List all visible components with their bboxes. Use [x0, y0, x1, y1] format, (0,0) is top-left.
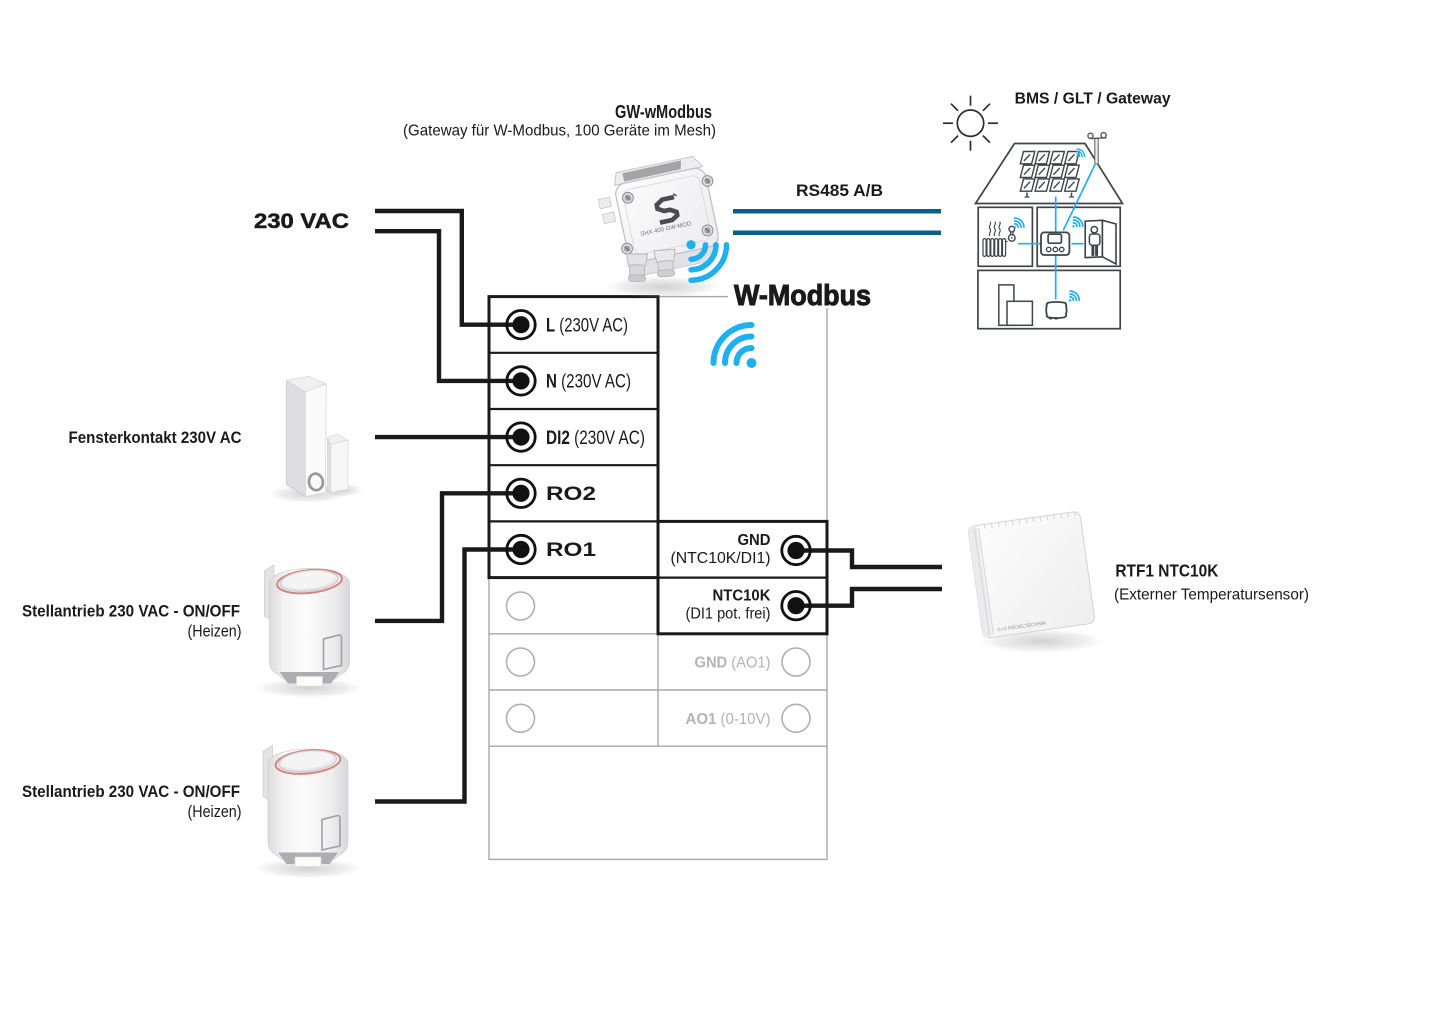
svg-text:GW-wModbus: GW-wModbus: [615, 102, 712, 122]
svg-text:(Heizen): (Heizen): [188, 622, 242, 641]
svg-text:N (230V AC): N (230V AC): [546, 371, 631, 393]
svg-text:Stellantrieb 230 VAC - ON/OFF: Stellantrieb 230 VAC - ON/OFF: [22, 782, 240, 801]
svg-text:(Heizen): (Heizen): [188, 802, 242, 821]
svg-text:L (230V AC): L (230V AC): [546, 314, 628, 336]
svg-text:(NTC10K/DI1): (NTC10K/DI1): [671, 550, 771, 567]
svg-text:Fensterkontakt 230V AC: Fensterkontakt 230V AC: [69, 428, 242, 447]
svg-text:Stellantrieb 230 VAC - ON/OFF: Stellantrieb 230 VAC - ON/OFF: [22, 602, 240, 621]
svg-text:RS485 A/B: RS485 A/B: [796, 181, 883, 200]
svg-text:GND (AO1): GND (AO1): [695, 655, 771, 672]
svg-text:RTF1 NTC10K: RTF1 NTC10K: [1115, 561, 1218, 581]
svg-text:AO1 (0-10V): AO1 (0-10V): [686, 711, 771, 728]
svg-text:230 VAC: 230 VAC: [254, 209, 349, 233]
svg-text:NTC10K: NTC10K: [713, 588, 772, 605]
svg-text:RO1: RO1: [546, 539, 596, 561]
svg-text:(DI1 pot. frei): (DI1 pot. frei): [686, 606, 771, 623]
svg-text:(Gateway für W-Modbus, 100 Ger: (Gateway für W-Modbus, 100 Geräte im Mes…: [403, 123, 716, 140]
svg-text:W-Modbus: W-Modbus: [734, 280, 871, 312]
svg-text:BMS / GLT / Gateway: BMS / GLT / Gateway: [1015, 91, 1171, 108]
svg-text:GND: GND: [738, 532, 771, 549]
svg-text:(Externer Temperatursensor): (Externer Temperatursensor): [1114, 587, 1309, 604]
svg-text:RO2: RO2: [546, 483, 596, 505]
svg-text:DI2 (230V AC): DI2 (230V AC): [546, 427, 645, 449]
